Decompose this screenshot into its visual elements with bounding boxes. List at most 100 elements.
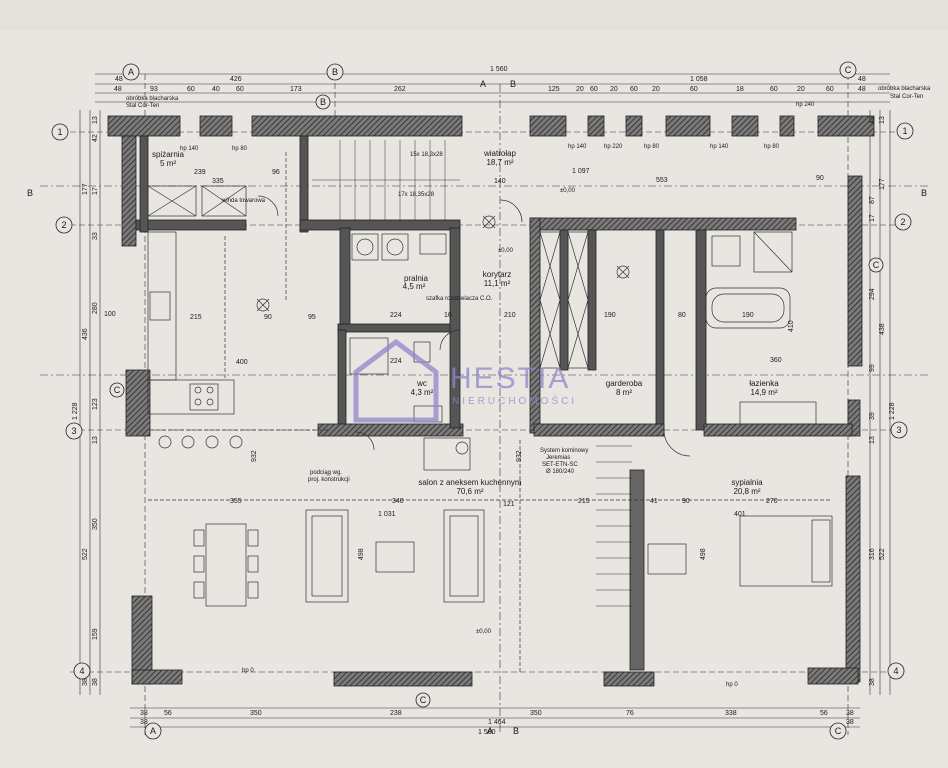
room-name-salon: salon z aneksem kuchennym: [418, 478, 522, 487]
bottom-dim-row1-3: 238: [390, 710, 402, 717]
top-dim-row2-16: 20: [797, 86, 805, 93]
top-dim-row2-2: 60: [187, 86, 195, 93]
cladding-note-right-line1: obróbka blacharska: [878, 86, 931, 92]
inner-dim-239: 239: [194, 169, 206, 176]
bottom-dim-row2-1: 38: [846, 719, 854, 726]
inner-dim-932: 932: [251, 450, 258, 462]
left-dim-0: 13: [92, 116, 99, 124]
section-label-b-top-2: B: [510, 79, 516, 89]
right-dim-3: 87: [869, 196, 876, 204]
right-dim-10: 316: [869, 548, 876, 560]
top-dim-row2-0: 48: [114, 86, 122, 93]
house-logo-icon: [353, 338, 439, 423]
watermark-brand: HESTIA: [450, 362, 570, 395]
axis-marker-2-left: [55, 216, 73, 234]
top-dim-row1-2: 48: [858, 76, 866, 83]
room-name-garderoba: garderoba: [606, 379, 643, 388]
room-area-spizarnia: 5 m²: [160, 159, 176, 168]
section-label-a-bottom: A: [487, 726, 493, 736]
inner-dim-121: 121: [503, 501, 515, 508]
axis-marker-4-left: [73, 662, 91, 680]
bottom-dim-row2-0: 38: [140, 719, 148, 726]
axis-label-4-right: 4: [893, 666, 898, 676]
bottom-dim-row1-5: 76: [626, 710, 634, 717]
top-dim-row2-4: 60: [236, 86, 244, 93]
section-label-a-top: A: [480, 79, 486, 89]
right-dim-7: 99: [869, 364, 876, 372]
axis-marker-c-left: [109, 382, 125, 398]
inner-dim-224: 224: [390, 312, 402, 319]
top-dim-row2-1: 93: [150, 86, 158, 93]
hp-9: hp 0: [726, 682, 738, 688]
inner-dim-1031: 1 031: [378, 511, 396, 518]
stairs-note: 15x 18,3x28: [410, 152, 443, 158]
hp-7: hp 240: [796, 102, 815, 108]
room-name-korytarz: korytarz: [483, 270, 511, 279]
bottom-dim-total: 1 560: [478, 729, 496, 736]
axis-label-2-right: 2: [900, 217, 905, 227]
fixtures: [147, 140, 833, 672]
stairs-note-2: 17x 18,35x28: [398, 192, 435, 198]
left-dim-13: 38: [92, 678, 99, 686]
axis-label-4-left: 4: [79, 666, 84, 676]
axis-marker-c-inner-bottom: [415, 692, 431, 708]
top-dim-row2-5: 173: [290, 86, 302, 93]
bottom-dim-row1-8: 38: [846, 710, 854, 717]
room-name-wiatrolap: wiatrołap: [483, 149, 517, 158]
right-dim-9: 13: [869, 436, 876, 444]
inner-dim-335: 335: [212, 178, 224, 185]
hp-0: hp 140: [180, 146, 199, 152]
walls: [107, 115, 875, 687]
level-mark-2: ±0,00: [498, 248, 514, 254]
paper-sheet: [0, 30, 948, 768]
section-label-b-bottom: B: [513, 726, 519, 736]
boiler-cabinet-note: szafka rozdzielacza C.O.: [426, 296, 493, 302]
axis-label-1-right: 1: [902, 126, 907, 136]
inner-dim-190b: 190: [742, 312, 754, 319]
axis-label-b-inner: B: [320, 97, 326, 107]
axis-label-1-left: 1: [57, 127, 62, 137]
chimney-note-line4: Ø 180/240: [546, 469, 575, 475]
right-dim-12: 38: [869, 678, 876, 686]
left-dim-2: 177: [82, 183, 89, 195]
axis-marker-3-right: [890, 421, 908, 439]
watermark-sub: NIERUCHOMOŚCI: [452, 394, 577, 407]
top-dim-row2-12: 20: [652, 86, 660, 93]
axis-marker-a-top: [122, 63, 140, 81]
inner-dim-190: 190: [604, 312, 616, 319]
axis-marker-b-inner: [315, 94, 331, 110]
cladding-note-left-line1: obróbka blacharska: [126, 96, 179, 102]
top-dim-row2-14: 18: [736, 86, 744, 93]
cladding-note-right-line2: Stal Cor-Ten: [890, 94, 923, 100]
bottom-dim-inner: 1 464: [488, 719, 506, 726]
top-dim-row2-13: 60: [690, 86, 698, 93]
axis-marker-4-right: [887, 662, 905, 680]
inner-dim-401: 401: [734, 511, 746, 518]
inner-dim-96: 96: [272, 169, 280, 176]
top-dim-row2-15: 60: [770, 86, 778, 93]
axis-label-3-right: 3: [896, 425, 901, 435]
left-dim-5: 280: [92, 302, 99, 314]
top-dim-row2-8: 20: [576, 86, 584, 93]
room-name-spizarnia: spiżarnia: [152, 150, 185, 159]
axis-label-b-top: B: [332, 67, 338, 77]
section-label-b-right: B: [921, 188, 927, 198]
inner-dim-95: 95: [308, 314, 316, 321]
axis-label-c-top: C: [845, 65, 852, 75]
room-labels: spiżarnia 5 m² wiatrołap 18,7 m² pralnia…: [152, 149, 779, 496]
inner-dim-270: 270: [766, 498, 778, 505]
room-area-lazienka: 14,9 m²: [750, 388, 777, 397]
bottom-dim-row1-6: 338: [725, 710, 737, 717]
right-dim-total: 1 228: [889, 402, 896, 420]
bottom-dim-row1-4: 350: [530, 710, 542, 717]
beam-note-line2: proj. konstrukcji: [308, 477, 350, 483]
axis-marker-1-left: [51, 123, 69, 141]
inner-dimensions: 239 335 96 140 1 097 553 90 215 90 95 22…: [190, 168, 824, 560]
cladding-note-left-line2: Stal Cor-Ten: [126, 103, 159, 109]
top-dim-row2-10: 20: [610, 86, 618, 93]
left-dim-11: 522: [82, 548, 89, 560]
axis-marker-a-bottom: [144, 722, 162, 740]
hp-2: hp 140: [568, 144, 587, 150]
hp-6: hp 80: [764, 144, 780, 150]
axis-label-c-left: C: [114, 385, 121, 395]
